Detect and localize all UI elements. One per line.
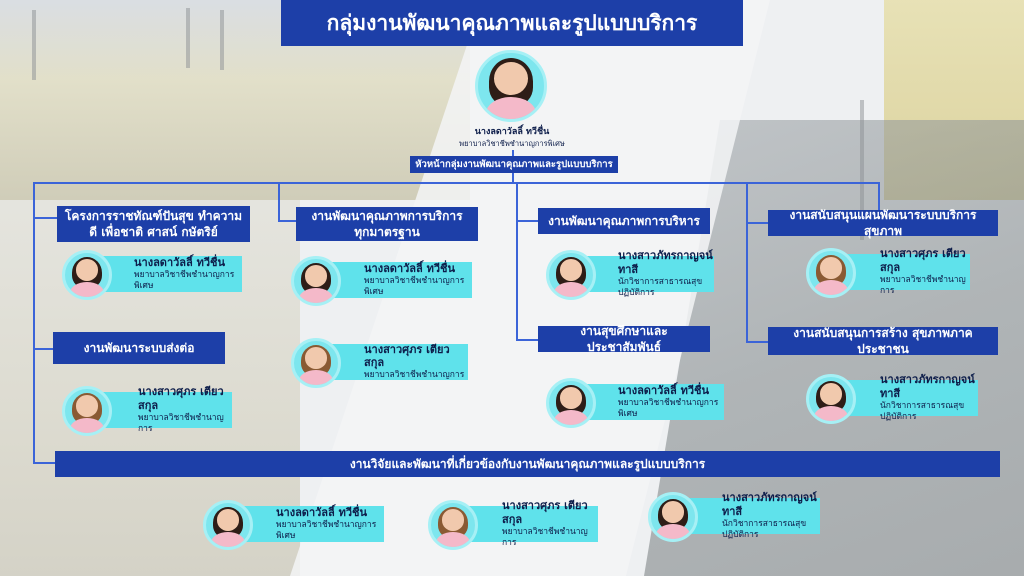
connector-line xyxy=(746,182,748,342)
person-avatar xyxy=(291,256,341,306)
section-quality-service: งานพัฒนาคุณภาพการบริการ ทุกมาตรฐาน xyxy=(296,207,478,241)
person-name: นางสาวภัทรกาญจน์ ทาสี xyxy=(722,491,817,518)
connector-line xyxy=(746,222,768,224)
person-position: นักวิชาการสาธารณสุขปฏิบัติการ xyxy=(880,400,965,422)
section-quality-admin: งานพัฒนาคุณภาพการบริหาร xyxy=(538,208,710,234)
person-card: นางสาวศุภร เตียวสกุล พยาบาลวิชาชีพชำนาญก… xyxy=(312,342,468,381)
section-research: งานวิจัยและพัฒนาที่เกี่ยวข้องกับงานพัฒนา… xyxy=(55,451,1000,477)
connector-line xyxy=(33,462,55,464)
head-role-label: หัวหน้ากลุ่มงานพัฒนาคุณภาพและรูปแบบบริกา… xyxy=(410,156,618,173)
person-position: นักวิชาการสาธารณสุขปฏิบัติการ xyxy=(722,518,807,540)
head-info: นางลดาวัลลิ์ ทวีชื่น พยาบาลวิชาชีพชำนาญก… xyxy=(455,124,569,150)
person-name: นางลดาวัลลิ์ ทวีชื่น xyxy=(474,127,550,137)
person-position: พยาบาลวิชาชีพชำนาญการพิเศษ xyxy=(459,139,565,148)
person-name: นางลดาวัลลิ์ ทวีชื่น xyxy=(364,262,456,276)
person-avatar xyxy=(546,250,596,300)
connector-line xyxy=(516,182,518,340)
connector-line xyxy=(33,182,35,464)
connector-line xyxy=(33,217,58,219)
person-position: พยาบาลวิชาชีพชำนาญการพิเศษ xyxy=(134,269,235,291)
person-position: พยาบาลวิชาชีพชำนาญการ xyxy=(138,412,224,434)
person-avatar xyxy=(203,500,253,550)
person-position: พยาบาลวิชาชีพชำนาญการ xyxy=(880,274,966,296)
connector-line xyxy=(278,182,280,222)
connector-line xyxy=(746,341,768,343)
section-health-education: งานสุขศึกษาและประชาสัมพันธ์ xyxy=(538,324,710,354)
person-avatar xyxy=(428,500,478,550)
connector-line xyxy=(33,182,880,184)
connector-line xyxy=(512,150,514,156)
person-name: นางลดาวัลลิ์ ทวีชื่น xyxy=(276,506,368,520)
person-position: นักวิชาการสาธารณสุขปฏิบัติการ xyxy=(618,276,703,298)
connector-line xyxy=(516,220,538,222)
page-title: กลุ่มงานพัฒนาคุณภาพและรูปแบบบริการ xyxy=(281,0,743,46)
person-position: พยาบาลวิชาชีพชำนาญการพิเศษ xyxy=(364,275,465,297)
person-name: นางสาวศุภร เตียวสกุล xyxy=(364,342,450,370)
person-avatar xyxy=(546,378,596,428)
person-name: นางลดาวัลลิ์ ทวีชื่น xyxy=(618,384,710,398)
person-name: นางสาวศุภร เตียวสกุล xyxy=(502,499,588,526)
person-name: นางสาวศุภร เตียวสกุล xyxy=(138,385,224,412)
person-position: พยาบาลวิชาชีพชำนาญการพิเศษ xyxy=(618,397,719,419)
person-position: พยาบาลวิชาชีพชำนาญการพิเศษ xyxy=(276,519,377,541)
person-avatar xyxy=(648,492,698,542)
section-community-health: งานสนับสนุนการสร้าง สุขภาพภาคประชาชน xyxy=(768,326,998,356)
person-avatar xyxy=(62,386,112,436)
person-name: นางสาวศุภร เตียวสกุล xyxy=(880,247,966,274)
person-name: นางลดาวัลลิ์ ทวีชื่น xyxy=(134,256,226,270)
person-position: พยาบาลวิชาชีพชำนาญการ xyxy=(364,370,465,381)
person-avatar xyxy=(806,248,856,298)
connector-line xyxy=(278,220,296,222)
person-avatar xyxy=(62,250,112,300)
person-position: พยาบาลวิชาชีพชำนาญการ xyxy=(502,526,588,548)
section-referral: งานพัฒนาระบบส่งต่อ xyxy=(53,332,225,364)
section-health-plan: งานสนับสนุนแผนพัฒนาระบบบริการสุขภาพ xyxy=(768,208,998,238)
person-name: นางสาวภัทรกาญจน์ ทาสี xyxy=(618,249,713,276)
section-royal-project: โครงการราชทัณฑ์ปันสุข ทำความ ดี เพื่อชาต… xyxy=(57,206,250,242)
person-avatar xyxy=(291,338,341,388)
person-avatar xyxy=(806,374,856,424)
person-card: นางลดาวัลลิ์ ทวีชื่น พยาบาลวิชาชีพชำนาญก… xyxy=(312,262,472,298)
connector-line xyxy=(33,348,53,350)
head-avatar xyxy=(475,50,547,122)
connector-line xyxy=(878,182,880,210)
connector-line xyxy=(512,173,514,183)
person-name: นางสาวภัทรกาญจน์ ทาสี xyxy=(880,373,975,400)
connector-line xyxy=(516,339,538,341)
